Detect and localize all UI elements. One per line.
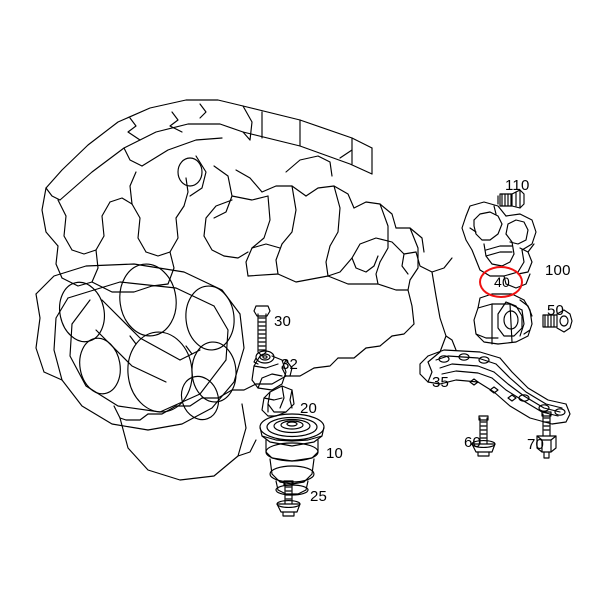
callout-40: 40 (494, 274, 510, 290)
bolt-30 (253, 305, 271, 357)
crossmember (419, 349, 571, 425)
engine-mount-10 (259, 413, 325, 496)
callout-32: 32 (281, 356, 299, 373)
bolt-70 (536, 411, 557, 459)
engine-block-left (41, 171, 189, 293)
callout-110: 110 (505, 177, 530, 194)
callout-25: 25 (310, 488, 328, 505)
mount-bracket-upper (251, 355, 287, 391)
highlight-ring-40 (479, 266, 523, 298)
intake-manifold (177, 155, 425, 291)
transmission-housing (119, 237, 453, 421)
callout-10: 10 (326, 445, 344, 462)
callout-100: 100 (545, 262, 571, 279)
bolt-110 (497, 189, 525, 209)
valve-cover-left (45, 99, 253, 201)
callout-35: 35 (432, 374, 450, 391)
bellhousing-flange-detail (427, 335, 457, 383)
bolt-60 (471, 415, 496, 457)
callout-70: 70 (527, 436, 545, 453)
callout-60: 60 (464, 434, 482, 451)
bolt-50 (542, 309, 573, 333)
callout-50: 50 (547, 302, 565, 319)
accessory-drive-pulleys (35, 263, 257, 481)
bracket-20 (261, 385, 295, 417)
callout-20: 20 (300, 400, 318, 417)
valve-cover-right-rail (242, 105, 373, 177)
bolt-25 (276, 480, 301, 517)
transmission-mount (473, 293, 533, 345)
callout-30: 30 (274, 313, 292, 330)
